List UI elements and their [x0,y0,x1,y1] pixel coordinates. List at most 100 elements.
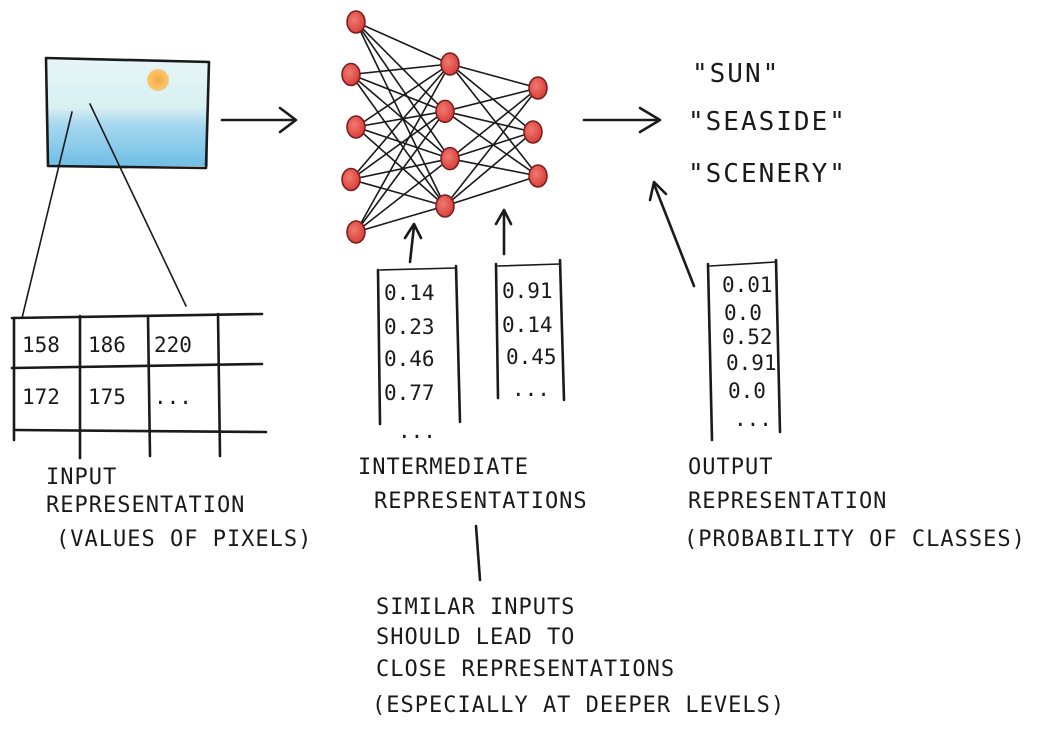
svg-text:INPUT: INPUT [46,465,117,490]
output-label: OUTPUT REPRESENTATION (PROBABILITY OF CL… [684,455,1026,552]
bracket-right [454,264,462,424]
pixel-value: 186 [88,333,126,357]
arrow-vector1-to-network [403,222,423,264]
network-edge [444,110,539,177]
grid-line [216,312,222,458]
class-label: "SUN" [692,59,780,89]
vector-value: 0.23 [384,315,435,339]
network-edge [444,110,534,133]
arrow-input-to-network [220,106,298,134]
network-node [435,194,455,218]
arrow-vector2-to-network [494,208,513,256]
network-edge [449,63,539,177]
arrow-output-to-classes [648,180,696,288]
network-edge [355,21,451,160]
vector-value: 0.52 [722,325,773,349]
network-node [346,220,366,244]
network-edge [355,126,451,160]
svg-text:REPRESENTATION: REPRESENTATION [46,493,245,518]
vector-value: 0.14 [502,313,553,337]
arrow-network-to-output [582,106,662,134]
neural-network [341,10,548,244]
class-label: "SEASIDE" [688,107,847,137]
vector-value: 0.46 [384,347,435,371]
vector-ellipsis: ... [398,419,436,443]
svg-text:(VALUES OF PIXELS): (VALUES OF PIXELS) [56,527,312,552]
network-node [440,52,460,76]
vector-value: 0.0 [728,379,766,403]
network-edge [355,157,451,233]
svg-text:(PROBABILITY OF CLASSES): (PROBABILITY OF CLASSES) [684,527,1026,552]
output-vector: 0.01 0.0 0.52 0.91 0.0 ... [706,258,782,442]
vector-value: 0.01 [722,273,773,297]
grid-line [146,314,152,458]
pixel-value: 172 [22,385,60,409]
class-label: "SCENERY" [688,159,847,189]
vector-value: 0.91 [502,279,553,303]
network-node [528,164,548,188]
network-edge [444,87,539,207]
note-connector [474,524,482,582]
bracket-left [376,268,382,426]
vector-value: 0.77 [384,381,435,405]
network-edge [355,21,446,207]
bracket-right [774,258,782,434]
network-edge [355,126,446,207]
network-edge [449,87,539,160]
network-edge [449,63,534,133]
vector-value: 0.0 [724,301,762,325]
network-edge [350,110,446,181]
intermediate-label: INTERMEDIATE REPRESENTATIONS [358,455,588,514]
network-node [346,10,366,34]
intermediate-vector-2: 0.91 0.14 0.45 ... [494,258,566,402]
svg-text:OUTPUT: OUTPUT [688,455,773,480]
bracket-left [494,262,500,400]
svg-text:REPRESENTATION: REPRESENTATION [688,489,887,514]
network-node [341,167,361,192]
network-node [435,99,455,124]
zoom-line-right [89,103,187,307]
network-edge [350,73,446,113]
network-edge [355,205,446,233]
vector-ellipsis: ... [512,377,550,401]
grid-line [10,312,264,320]
pixel-value: 158 [22,333,60,357]
network-edge [355,110,446,233]
network-edge [355,110,446,128]
pixel-value: 220 [154,333,192,357]
network-edge [350,178,446,207]
input-label: INPUT REPRESENTATION (VALUES OF PIXELS) [46,465,312,552]
bracket-right [558,258,566,402]
network-node [523,120,543,144]
zoom-line-left [21,111,73,319]
network-node [528,76,548,100]
svg-text:REPRESENTATIONS: REPRESENTATIONS [374,489,588,514]
grid-line [12,428,268,434]
svg-text:INTERMEDIATE: INTERMEDIATE [358,455,529,480]
vector-value: 0.45 [506,345,557,369]
output-classes: "SUN" "SEASIDE" "SCENERY" [688,59,847,189]
svg-text:SIMILAR INPUTS: SIMILAR INPUTS [376,595,575,620]
network-edge [355,63,451,233]
intermediate-vector-1: 0.14 0.23 0.46 0.77 ... [376,264,462,443]
network-edge [350,157,451,181]
grid-line [10,362,264,370]
network-edge [444,87,539,113]
network-edge [449,131,534,160]
network-node [346,115,366,139]
image-frame [44,56,211,170]
network-edge [355,21,446,113]
network-edge [449,63,539,89]
note-text: SIMILAR INPUTS SHOULD LEAD TO CLOSE REPR… [372,595,784,718]
network-node [341,62,361,87]
network-edge [449,157,539,177]
vector-value: 0.91 [726,351,777,375]
network-node [440,146,460,171]
network-edge [444,175,539,207]
sun-icon [147,69,169,91]
bracket-left [706,262,714,442]
input-image [44,56,211,170]
vector-ellipsis: ... [734,407,772,431]
network-edge [350,73,451,160]
